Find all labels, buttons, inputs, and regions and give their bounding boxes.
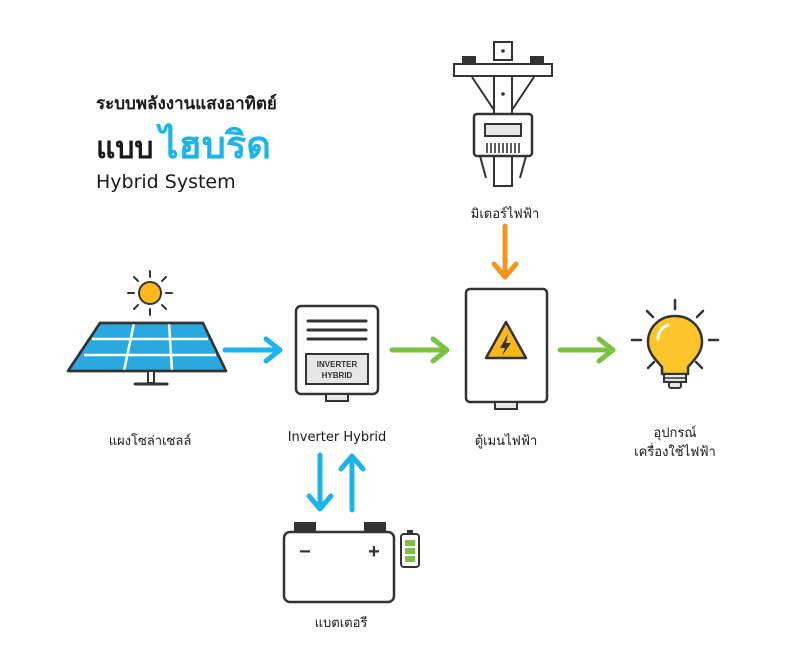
sun-icon [127,270,173,316]
appliance-label-line2: เครื่องใช้ไฟฟ้า [634,445,716,460]
arrow-main-box-to-appliance [557,336,616,364]
solar-panel-icon [66,321,228,386]
light-bulb-icon [630,298,720,389]
solar-panel-label: แผงโซล่าเซลล์ [108,434,192,449]
inverter-label: Inverter Hybrid [287,430,387,445]
main-box-label: ตู้เมนไฟฟ้า [474,434,538,449]
arrow-inverter-to-battery [306,452,334,512]
title-line-3: Hybrid System [96,171,236,193]
inverter-plate-line1: INVERTER [317,360,358,369]
battery-plus-sign: + [368,541,380,563]
battery-minus-sign: − [299,541,311,563]
appliance-label-line1: อุปกรณ์ [653,426,697,441]
title-line-2: แบบไฮบริด [96,114,271,175]
arrow-meter-to-main-box [491,223,519,280]
title-line-1: ระบบพลังงานแสงอาทิตย์ [96,94,277,114]
battery-level-icon [400,530,420,568]
meter-label: มิเตอร์ไฟฟ้า [470,207,540,222]
arrow-inverter-to-main-box [389,336,450,364]
arrow-solar-to-inverter [222,336,283,364]
title-accent: ไฮบริด [159,123,271,167]
battery-icon: − + [282,522,396,604]
power-pole-meter-icon [453,41,553,187]
electrical-cabinet-icon [464,287,549,410]
arrow-battery-to-inverter [338,453,366,513]
title-prefix: แบบ [96,131,154,166]
inverter-icon: INVERTER HYBRID [294,304,380,402]
high-voltage-warning-icon [484,320,528,360]
battery-label: แบตเตอรี [314,616,368,631]
inverter-plate-line2: HYBRID [322,371,353,380]
